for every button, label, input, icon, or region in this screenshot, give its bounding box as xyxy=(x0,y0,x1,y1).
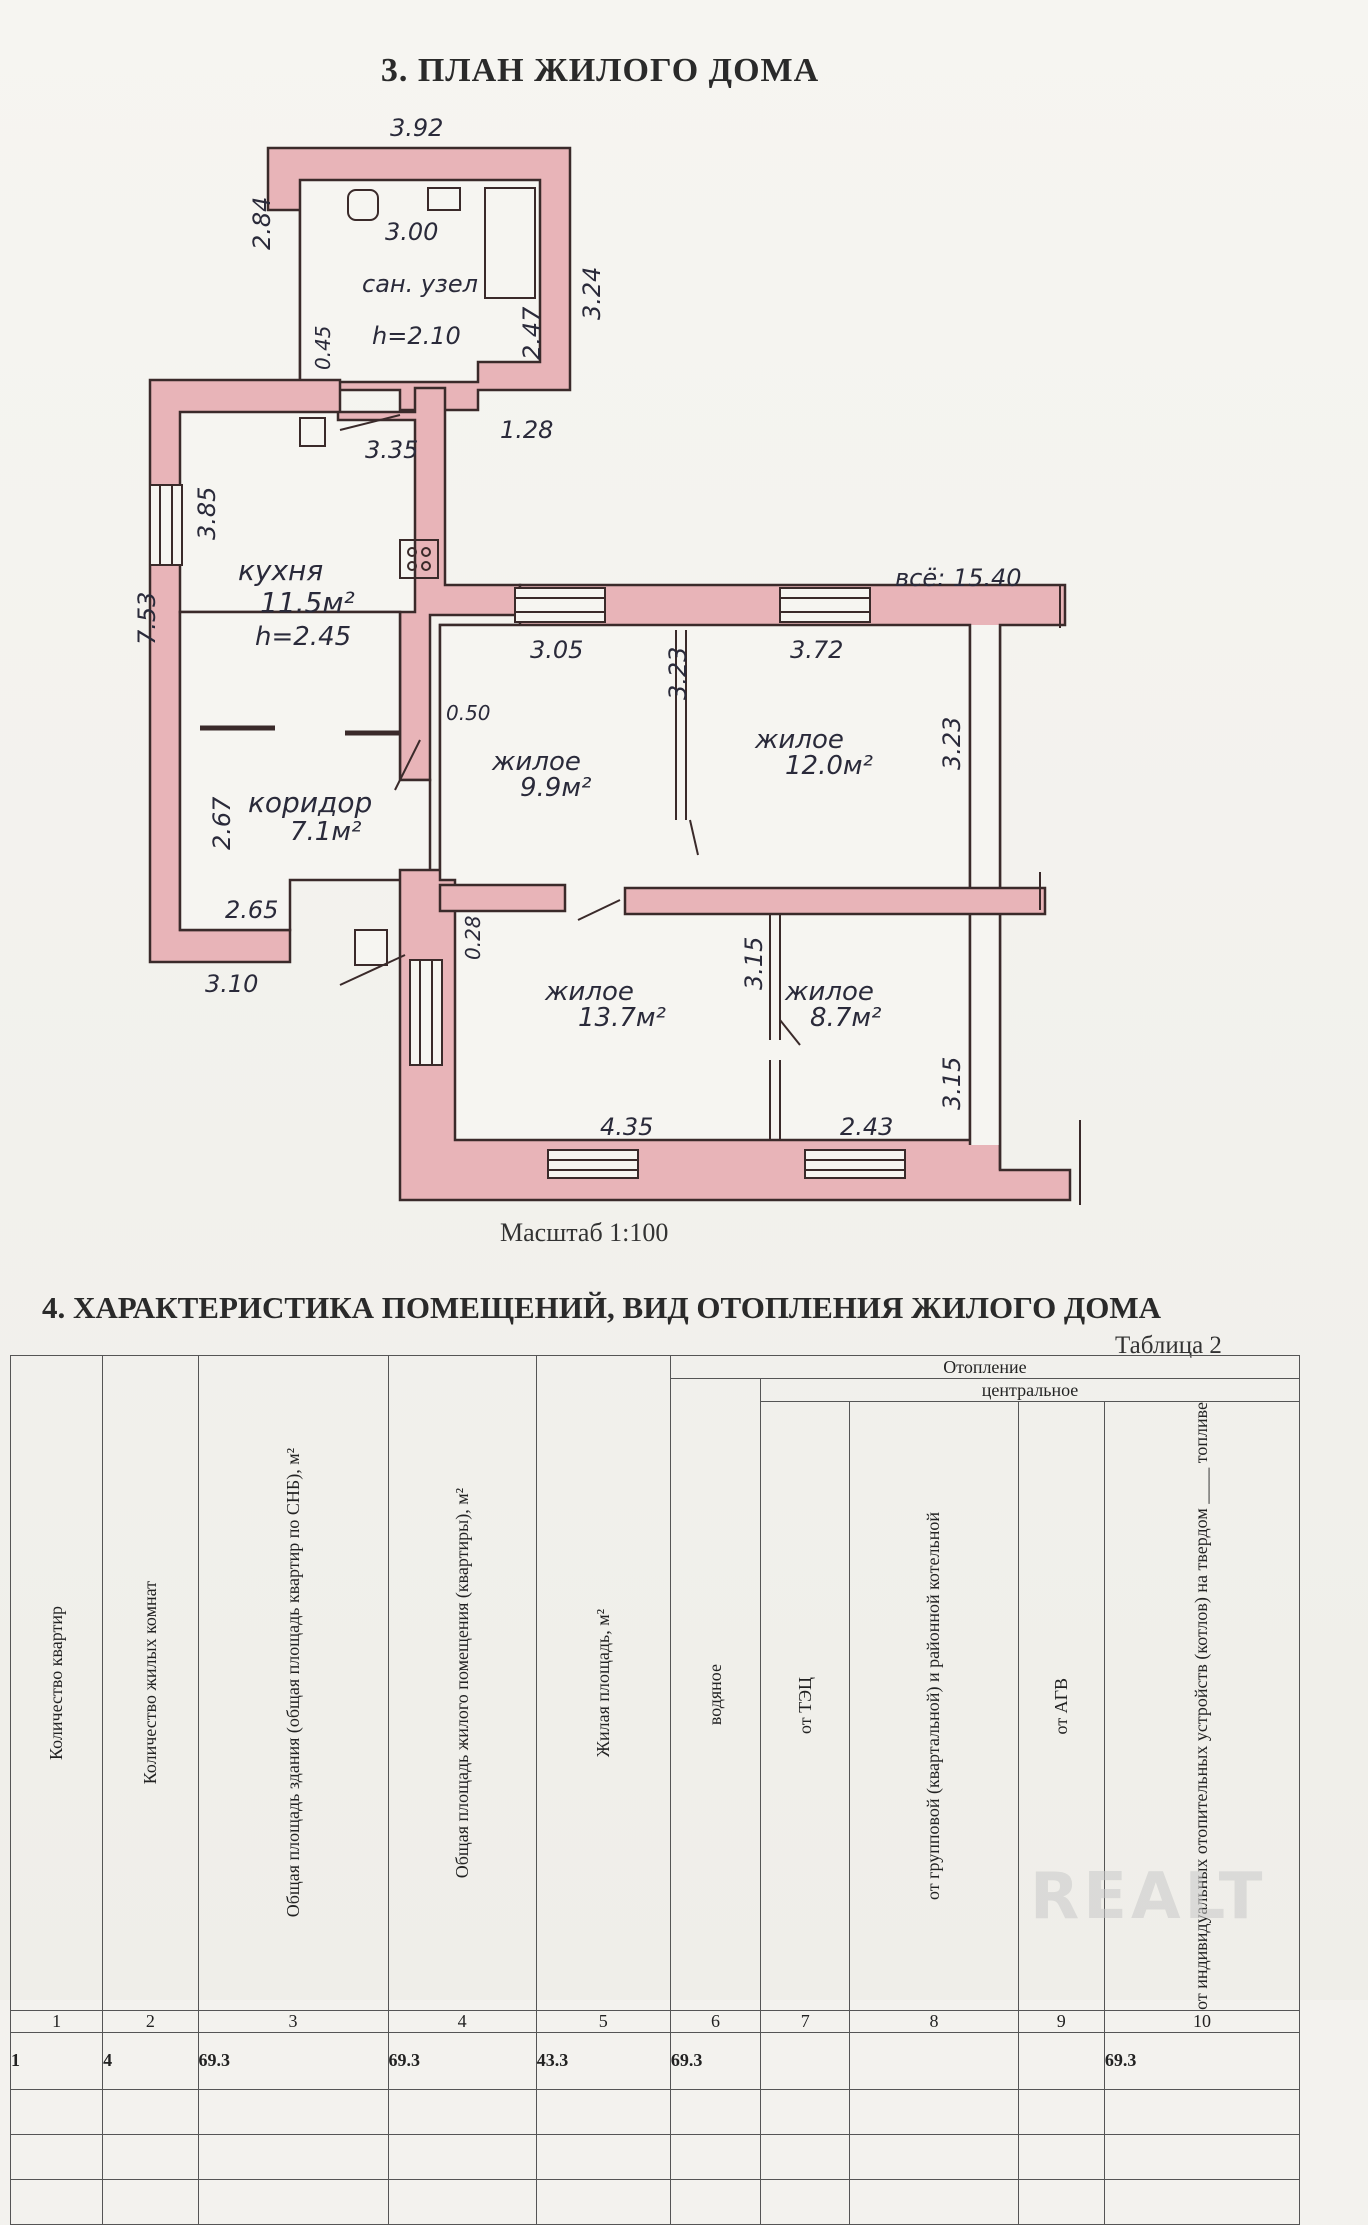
header-central: центральное xyxy=(760,1378,1300,1402)
living2-area: 12.0м² xyxy=(785,751,873,781)
dim-corridor-left: 2.67 xyxy=(208,796,236,850)
bath-area: 3.00 xyxy=(385,218,438,246)
dim-corridor-bottom: 2.65 xyxy=(225,896,278,924)
table-row-empty xyxy=(9,2133,1301,2180)
shower-icon xyxy=(484,187,536,299)
dim-bath-right-outer: 3.24 xyxy=(578,267,606,320)
header-boiler-house: от групповой (квартальной) и районной ко… xyxy=(849,1401,1019,2011)
header-total-building: Общая площадь здания (общая площадь квар… xyxy=(197,1355,389,2011)
section4-title: 4. ХАРАКТЕРИСТИКА ПОМЕЩЕНИЙ, ВИД ОТОПЛЕН… xyxy=(42,1290,1162,1325)
dim-total-width: всё: 15.40 xyxy=(895,564,1022,592)
dim-living1-top: 3.05 xyxy=(530,636,583,664)
plan-labels: 3.92 2.84 3.24 2.47 0.45 1.28 3.00 сан. … xyxy=(133,114,1022,1141)
bath-name: сан. узел xyxy=(362,270,478,298)
dim-bath-step: 0.45 xyxy=(311,325,335,370)
dim-bath-right-inner: 2.47 xyxy=(518,306,546,360)
header-water: водяное xyxy=(669,1378,762,2011)
toilet-icon xyxy=(347,189,379,221)
header-rooms-count: Количество жилых комнат xyxy=(102,1355,199,2011)
living1-name: жилое xyxy=(491,747,581,777)
corridor-name: коридор xyxy=(248,786,372,819)
windows xyxy=(149,484,906,1179)
table-number: Таблица 2 xyxy=(1115,1332,1222,1359)
living4-area: 8.7м² xyxy=(810,1003,881,1033)
kitchen-sink-icon xyxy=(299,417,326,447)
sink-icon xyxy=(427,187,461,211)
living1-area: 9.9м² xyxy=(520,773,591,803)
dim-top: 3.92 xyxy=(390,114,443,142)
table-row-empty xyxy=(9,2088,1301,2135)
plan-scale: Масштаб 1:100 xyxy=(500,1218,669,1247)
floor-plan: 3.92 2.84 3.24 2.47 0.45 1.28 3.00 сан. … xyxy=(133,114,1081,1205)
dim-partition: 0.50 xyxy=(446,701,491,725)
living2-name: жилое xyxy=(754,725,844,755)
table-row-empty xyxy=(9,2178,1301,2225)
plan-title: 3. ПЛАН ЖИЛОГО ДОМА xyxy=(380,52,820,89)
kitchen-name: кухня xyxy=(238,554,323,587)
dim-total-left: 7.53 xyxy=(133,592,161,645)
header-tec: от ТЭЦ xyxy=(760,1401,851,2011)
fixtures xyxy=(299,187,1081,1205)
living4-name: жилое xyxy=(784,977,874,1007)
header-individual: от индивидуальных отопительных устройств… xyxy=(1103,1401,1301,2011)
dim-bottom-left: 3.10 xyxy=(205,970,258,998)
living3-name: жилое xyxy=(544,977,634,1007)
characteristics-table: Количество квартир Количество жилых комн… xyxy=(9,1355,1301,2225)
header-flats-count: Количество квартир xyxy=(9,1355,104,2011)
header-living-area: Жилая площадь, м² xyxy=(535,1355,671,2011)
dim-living2-top: 3.72 xyxy=(790,636,843,664)
dim-kitchen-top: 3.35 xyxy=(365,436,418,464)
dim-bath-left: 2.84 xyxy=(248,197,276,250)
living3-area: 13.7м² xyxy=(578,1003,666,1033)
dim-living4-bottom: 2.43 xyxy=(840,1113,893,1141)
bath-height: h=2.10 xyxy=(372,322,461,350)
dim-living1-right: 3.23 xyxy=(664,647,692,700)
header-agv: от АГВ xyxy=(1017,1401,1105,2011)
stove-icon xyxy=(399,539,439,579)
dim-living4-right: 3.15 xyxy=(938,1057,966,1110)
walls xyxy=(148,146,1072,1202)
kitchen-height: h=2.45 xyxy=(255,622,351,652)
dim-kitchen-left: 3.85 xyxy=(193,487,221,540)
dim-bath-bottom: 1.28 xyxy=(500,416,553,444)
dim-living3-left: 0.28 xyxy=(461,915,485,960)
header-total-flat: Общая площадь жилого помещения (квартиры… xyxy=(387,1355,537,2011)
watermark-logo: REALT xyxy=(1030,1860,1267,1934)
dim-living2-right: 3.23 xyxy=(938,717,966,770)
kitchen-area: 11.5м² xyxy=(260,586,355,619)
header-heating: Отопление xyxy=(669,1355,1301,1379)
corridor-area: 7.1м² xyxy=(290,817,361,847)
dim-living3-right: 3.15 xyxy=(740,937,768,990)
dim-living3-bottom: 4.35 xyxy=(600,1113,653,1141)
